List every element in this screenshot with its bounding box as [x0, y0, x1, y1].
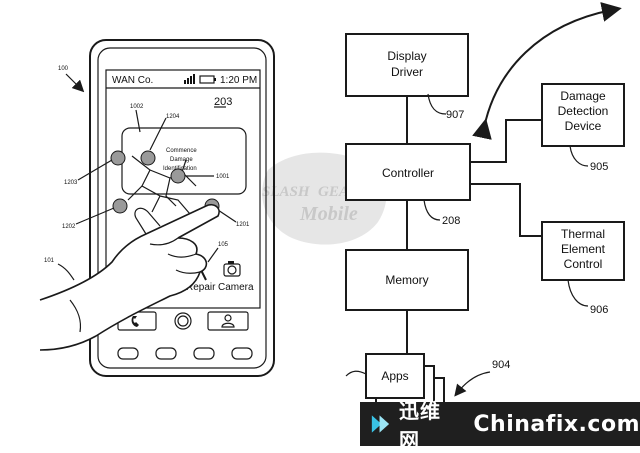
phone-screen	[105, 69, 261, 309]
sensor-point-1202	[112, 198, 128, 214]
controller-block	[345, 143, 471, 201]
ref-1204: 1204	[166, 114, 180, 120]
leader-208	[423, 199, 441, 221]
leader-1202	[75, 207, 115, 225]
ref-1201: 1201	[236, 222, 250, 228]
damage-detection-line2: Detection	[558, 104, 609, 118]
controller-label: Controller	[382, 166, 434, 180]
home-icon	[177, 315, 189, 327]
leader-1204	[149, 117, 167, 151]
watermark-line1: SLASH	[262, 184, 311, 200]
leader-apps-group	[207, 247, 219, 263]
clock-label: 1:20 PM	[220, 75, 257, 86]
ref-906: 906	[590, 304, 608, 316]
carrier-label: WAN Co.	[112, 75, 153, 86]
phone-outer-frame	[89, 39, 275, 377]
apps-block	[365, 353, 425, 399]
phone-inner-frame	[97, 47, 267, 369]
footer-brand: 迅维网	[398, 399, 441, 452]
ref-device: 100	[58, 66, 69, 72]
display-driver-line2: Driver	[391, 65, 423, 79]
leader-907	[427, 93, 447, 115]
damage-detection-line1: Damage	[560, 89, 606, 103]
person-icon	[221, 314, 235, 328]
leader-1203	[77, 159, 113, 181]
leader-1201	[217, 209, 237, 223]
phone-device: WAN Co. 1:20 PM 203 Commence Damage Iden…	[44, 39, 275, 377]
leader-1002	[135, 109, 141, 133]
leader-hand	[57, 263, 75, 281]
damage-detection-line3: Device	[565, 119, 602, 133]
sensor-point-1203	[110, 150, 126, 166]
thermal-line1: Thermal	[561, 227, 605, 241]
ref-device-arrow	[65, 73, 85, 93]
thermal-control-block	[541, 221, 625, 281]
prompt-line-1: Commence	[166, 148, 197, 154]
sensor-points	[110, 150, 220, 214]
ref-1002: 1002	[130, 104, 144, 110]
ref-907: 907	[446, 109, 464, 121]
display-driver-line1: Display	[387, 49, 426, 63]
hardware-button-3[interactable]	[193, 347, 215, 360]
ref-apps-group: 105	[218, 242, 229, 248]
thermal-line3: Control	[564, 257, 603, 271]
leader-905	[569, 145, 589, 167]
curved-double-arrow	[472, 2, 622, 140]
hardware-button-1[interactable]	[117, 347, 139, 360]
ref-1001: 1001	[216, 174, 230, 180]
hardware-button-2[interactable]	[155, 347, 177, 360]
app-label-repair: Repair	[186, 282, 216, 293]
footer-site: Chinafix.com	[473, 411, 640, 437]
prompt-line-2: Damage	[170, 157, 193, 163]
screen-ref-label: 203	[214, 96, 232, 108]
dock-contacts-button[interactable]	[207, 311, 249, 331]
signal-icon	[184, 74, 195, 84]
leader-906	[567, 279, 589, 307]
sensor-point-1001	[170, 168, 186, 184]
app-label-camera: Camera	[218, 282, 254, 293]
ref-1202: 1202	[62, 224, 76, 230]
home-button[interactable]	[174, 312, 192, 330]
hardware-button-4[interactable]	[231, 347, 253, 360]
ref-208: 208	[442, 215, 460, 227]
camera-icon	[223, 261, 241, 277]
apps-leader-left	[345, 370, 367, 377]
chinafix-logo-icon	[371, 415, 390, 433]
ref-hand: 101	[44, 258, 55, 264]
thermal-line2: Element	[561, 242, 606, 256]
footer-banner: 迅维网 Chinafix.com	[360, 399, 640, 452]
controller-damage-link	[470, 119, 542, 163]
watermark-line2: Mobile	[299, 203, 358, 225]
battery-icon	[199, 75, 216, 84]
hand-illustration	[39, 203, 220, 351]
sensor-point-1204	[140, 150, 156, 166]
ref-904: 904	[492, 359, 510, 371]
ref-905: 905	[590, 161, 608, 173]
screen-crack	[127, 155, 197, 215]
ref-1203: 1203	[64, 180, 78, 186]
ref-904-arrow	[454, 371, 491, 397]
memory-label: Memory	[385, 273, 428, 287]
controller-thermal-link	[470, 183, 542, 237]
block-diagram: Display Driver 907 Controller 208 Damage…	[345, 2, 625, 423]
apps-label: Apps	[381, 369, 408, 383]
phone-icon	[131, 316, 139, 327]
